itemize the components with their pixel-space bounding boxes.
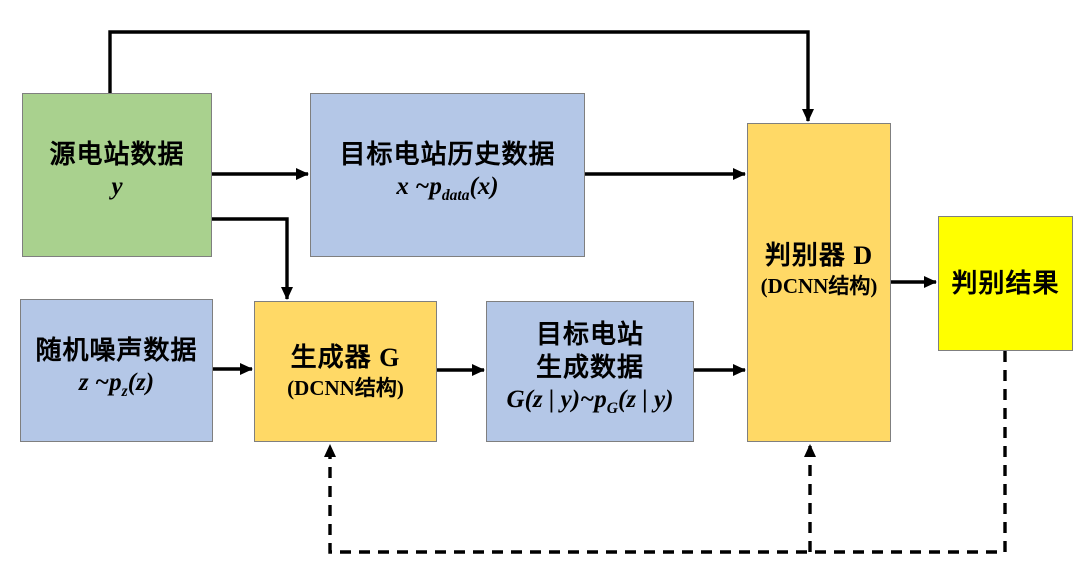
- arrow-source-to-generator: [212, 217, 293, 300]
- result-label: 判别结果: [951, 269, 1060, 298]
- discriminator-label: 判别器 D: [764, 241, 874, 270]
- target-history-formula-pre: x ~p: [396, 173, 442, 200]
- generated-label-2: 生成数据: [535, 353, 644, 382]
- target-history-formula: x ~pdata(x): [396, 171, 498, 212]
- target-history-formula-sub: data: [441, 187, 470, 204]
- box-discrimination-result: 判别结果: [938, 216, 1073, 351]
- source-label: 源电站数据: [49, 140, 185, 169]
- noise-label: 随机噪声数据: [35, 335, 198, 365]
- box-source-station-data: 源电站数据 y: [22, 93, 212, 257]
- generator-label: 生成器 G: [290, 343, 401, 372]
- noise-formula-post: (z): [127, 368, 155, 396]
- target-history-formula-post: (x): [469, 173, 499, 200]
- box-target-history-data: 目标电站历史数据 x ~pdata(x): [310, 93, 585, 257]
- target-history-label: 目标电站历史数据: [339, 140, 556, 169]
- box-generated-data: 目标电站 生成数据 G(z | y)~pG(z | y): [486, 301, 694, 442]
- source-formula-pre: y: [111, 173, 123, 200]
- generator-sublabel: (DCNN结构): [287, 376, 404, 400]
- generated-formula-sub: G: [606, 400, 618, 417]
- source-formula: y: [111, 171, 122, 212]
- noise-formula: z ~pz(z): [79, 367, 154, 408]
- generated-formula: G(z | y)~pG(z | y): [507, 384, 674, 425]
- discriminator-sublabel: (DCNN结构): [760, 274, 878, 298]
- discriminator-text-group: 判别器 D (DCNN结构): [761, 239, 878, 300]
- generated-formula-post: (z | y): [618, 386, 674, 413]
- box-generator: 生成器 G (DCNN结构): [254, 301, 437, 442]
- noise-formula-pre: z ~p: [78, 368, 122, 396]
- generated-formula-pre: G(z | y)~p: [506, 386, 607, 413]
- box-random-noise-data: 随机噪声数据 z ~pz(z): [20, 299, 213, 442]
- noise-formula-sub: z: [121, 382, 128, 400]
- box-discriminator: 判别器 D (DCNN结构): [747, 123, 891, 442]
- generated-label-1: 目标电站: [535, 320, 644, 349]
